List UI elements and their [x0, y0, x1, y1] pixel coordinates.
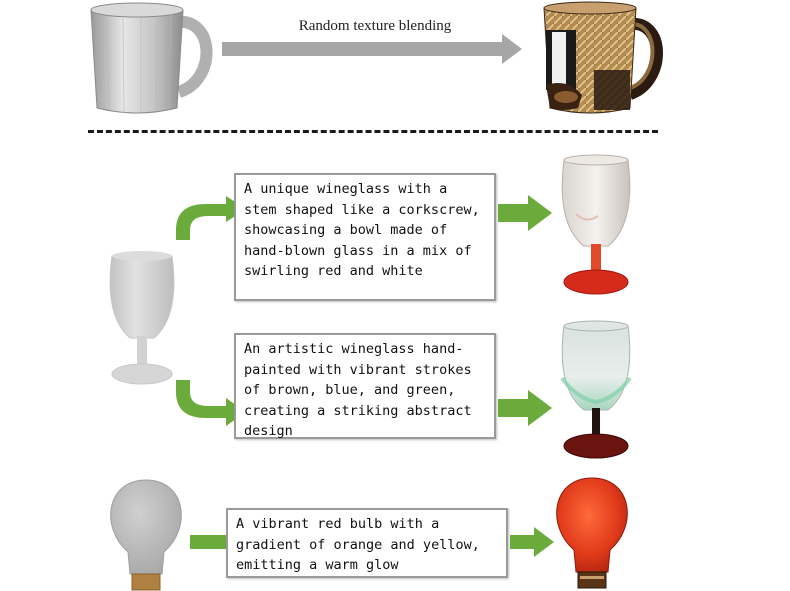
plain-bulb-render — [110, 479, 182, 591]
texture-blending-caption: Random texture blending — [298, 18, 452, 34]
green-arrow — [498, 390, 552, 426]
green-curved-arrow-down — [176, 380, 246, 426]
green-arrow — [190, 535, 226, 549]
gray-arrow — [222, 34, 522, 64]
prompt-box-red-bulb: A vibrant red bulb with a gradient of or… — [226, 508, 508, 578]
green-arrow — [498, 195, 552, 231]
green-curved-arrow-up — [176, 196, 246, 240]
red-white-wineglass-render — [561, 154, 631, 295]
section-divider — [88, 130, 658, 133]
prompt-box-corkscrew-wineglass: A unique wineglass with a stem shaped li… — [234, 173, 496, 301]
painted-wineglass-render — [560, 320, 632, 459]
prompt-box-painted-wineglass: An artistic wineglass hand-painted with … — [234, 333, 496, 439]
red-bulb-render — [556, 477, 628, 589]
green-arrow — [510, 527, 554, 557]
plain-mug-render — [90, 2, 213, 114]
textured-mug-render — [543, 1, 663, 114]
plain-wineglass-render — [109, 251, 175, 385]
